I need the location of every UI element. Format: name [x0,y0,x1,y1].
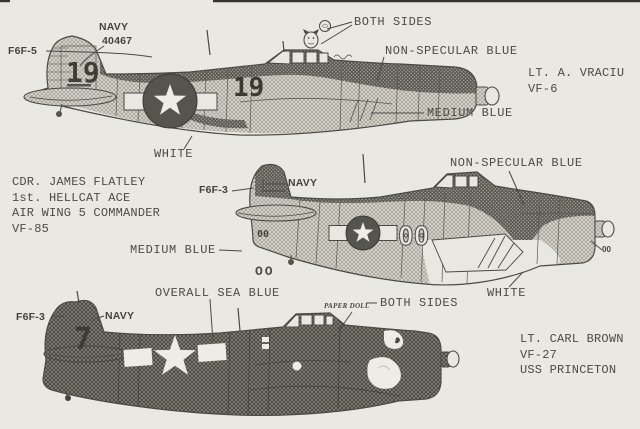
a1-cat-emblem [303,29,319,49]
a3-paper-doll-cowl-art [367,330,404,389]
a1-type-label: F6F-5 [8,45,38,57]
a1-tailwheel [56,111,62,117]
a3-fuselage-outline [42,299,442,416]
a2-canopy [433,174,479,189]
a1-propeller-hub [475,86,500,106]
a1-white-callout: WHITE [154,147,194,161]
a1-national-insignia [123,73,218,129]
a2-type-label: F6F-3 [199,184,229,196]
aircraft-3-profile: 7 [42,290,460,416]
a2-navy-label: NAVY [288,177,318,189]
a2-propeller-hub [594,220,615,238]
a3-pilot-block: LT. CARL BROWN VF-27 USS PRINCETON [520,331,624,378]
a3-type-label: F6F-3 [16,311,46,323]
a2-pilot-unit: VF-85 [12,221,50,236]
a2-medium-blue-callout: MEDIUM BLUE [130,243,216,257]
a3-antenna-masts [76,290,241,332]
a3-navy-label: NAVY [105,310,135,322]
a1-pilot-name: LT. A. VRACIU [528,66,625,80]
a1-both-sides-callout: BOTH SIDES [354,15,433,29]
a1-antenna-masts [206,29,285,56]
a3-pilot-ship: USS PRINCETON [520,363,617,377]
a1-tail-code: 19 [66,56,100,89]
a3-both-sides-callout: BOTH SIDES [380,296,459,310]
a1-pilot-block: LT. A. VRACIU VF-6 [528,66,624,97]
aircraft-2-profile: 00 00 [235,153,615,286]
a1-stabilizer [23,87,117,107]
a1-round-emblem [319,20,331,32]
a1-nose-art-script [333,54,353,60]
a2-gear-cover [431,233,524,273]
a3-canopy [283,314,334,328]
a1-medium-blue-callout: MEDIUM BLUE [427,106,513,120]
a1-serial-label: 40467 [102,35,133,47]
a2-antenna-mast [362,153,366,184]
a3-tailwheel [65,395,71,401]
a2-tail-code-small: 00 [257,229,269,240]
a3-pilot-name: LT. CARL BROWN [520,332,624,346]
a3-fuselage-markings [262,337,302,371]
a2-fuselage-outline [249,163,596,286]
a1-non-specular-callout: NON-SPECULAR BLUE [385,44,518,58]
a1-navy-label: NAVY [99,21,129,33]
a2-pilot-line2: 1st. HELLCAT ACE [12,190,131,205]
a3-pilot-unit: VF-27 [520,347,558,362]
a2-white-callout: WHITE [487,286,527,300]
a2-below-tail-code-label: OO [255,264,275,279]
a1-canopy [266,50,329,65]
a2-pilot-block: CDR. JAMES FLATLEY 1st. HELLCAT ACE AIR … [12,175,160,237]
a3-overall-sea-blue-callout: OVERALL SEA BLUE [155,286,280,300]
a3-national-insignia [123,335,227,375]
a2-cowl-code-label: 00 [602,245,611,254]
a2-non-specular-callout: NON-SPECULAR BLUE [450,156,583,170]
a2-national-insignia [328,215,398,251]
callout-leader-lines [45,21,603,343]
a2-pilot-name: CDR. JAMES FLATLEY [12,175,146,189]
a1-fuselage-code: 19 [233,73,264,103]
a2-pilot-line3: AIR WING 5 COMMANDER [12,206,161,220]
aircraft-1-profile: 19 19 [23,20,500,136]
a3-propeller-hub [440,350,460,368]
a3-tail-code: 7 [74,322,92,357]
a3-nose-art-name-label: PAPER DOLL [324,302,370,310]
a2-tailwheel [288,259,294,265]
a1-pilot-unit: VF-6 [528,81,558,96]
a2-fin-stencil-mark [262,180,285,192]
a2-stabilizer [235,204,317,222]
a2-fuselage-code: 00 [398,222,429,252]
